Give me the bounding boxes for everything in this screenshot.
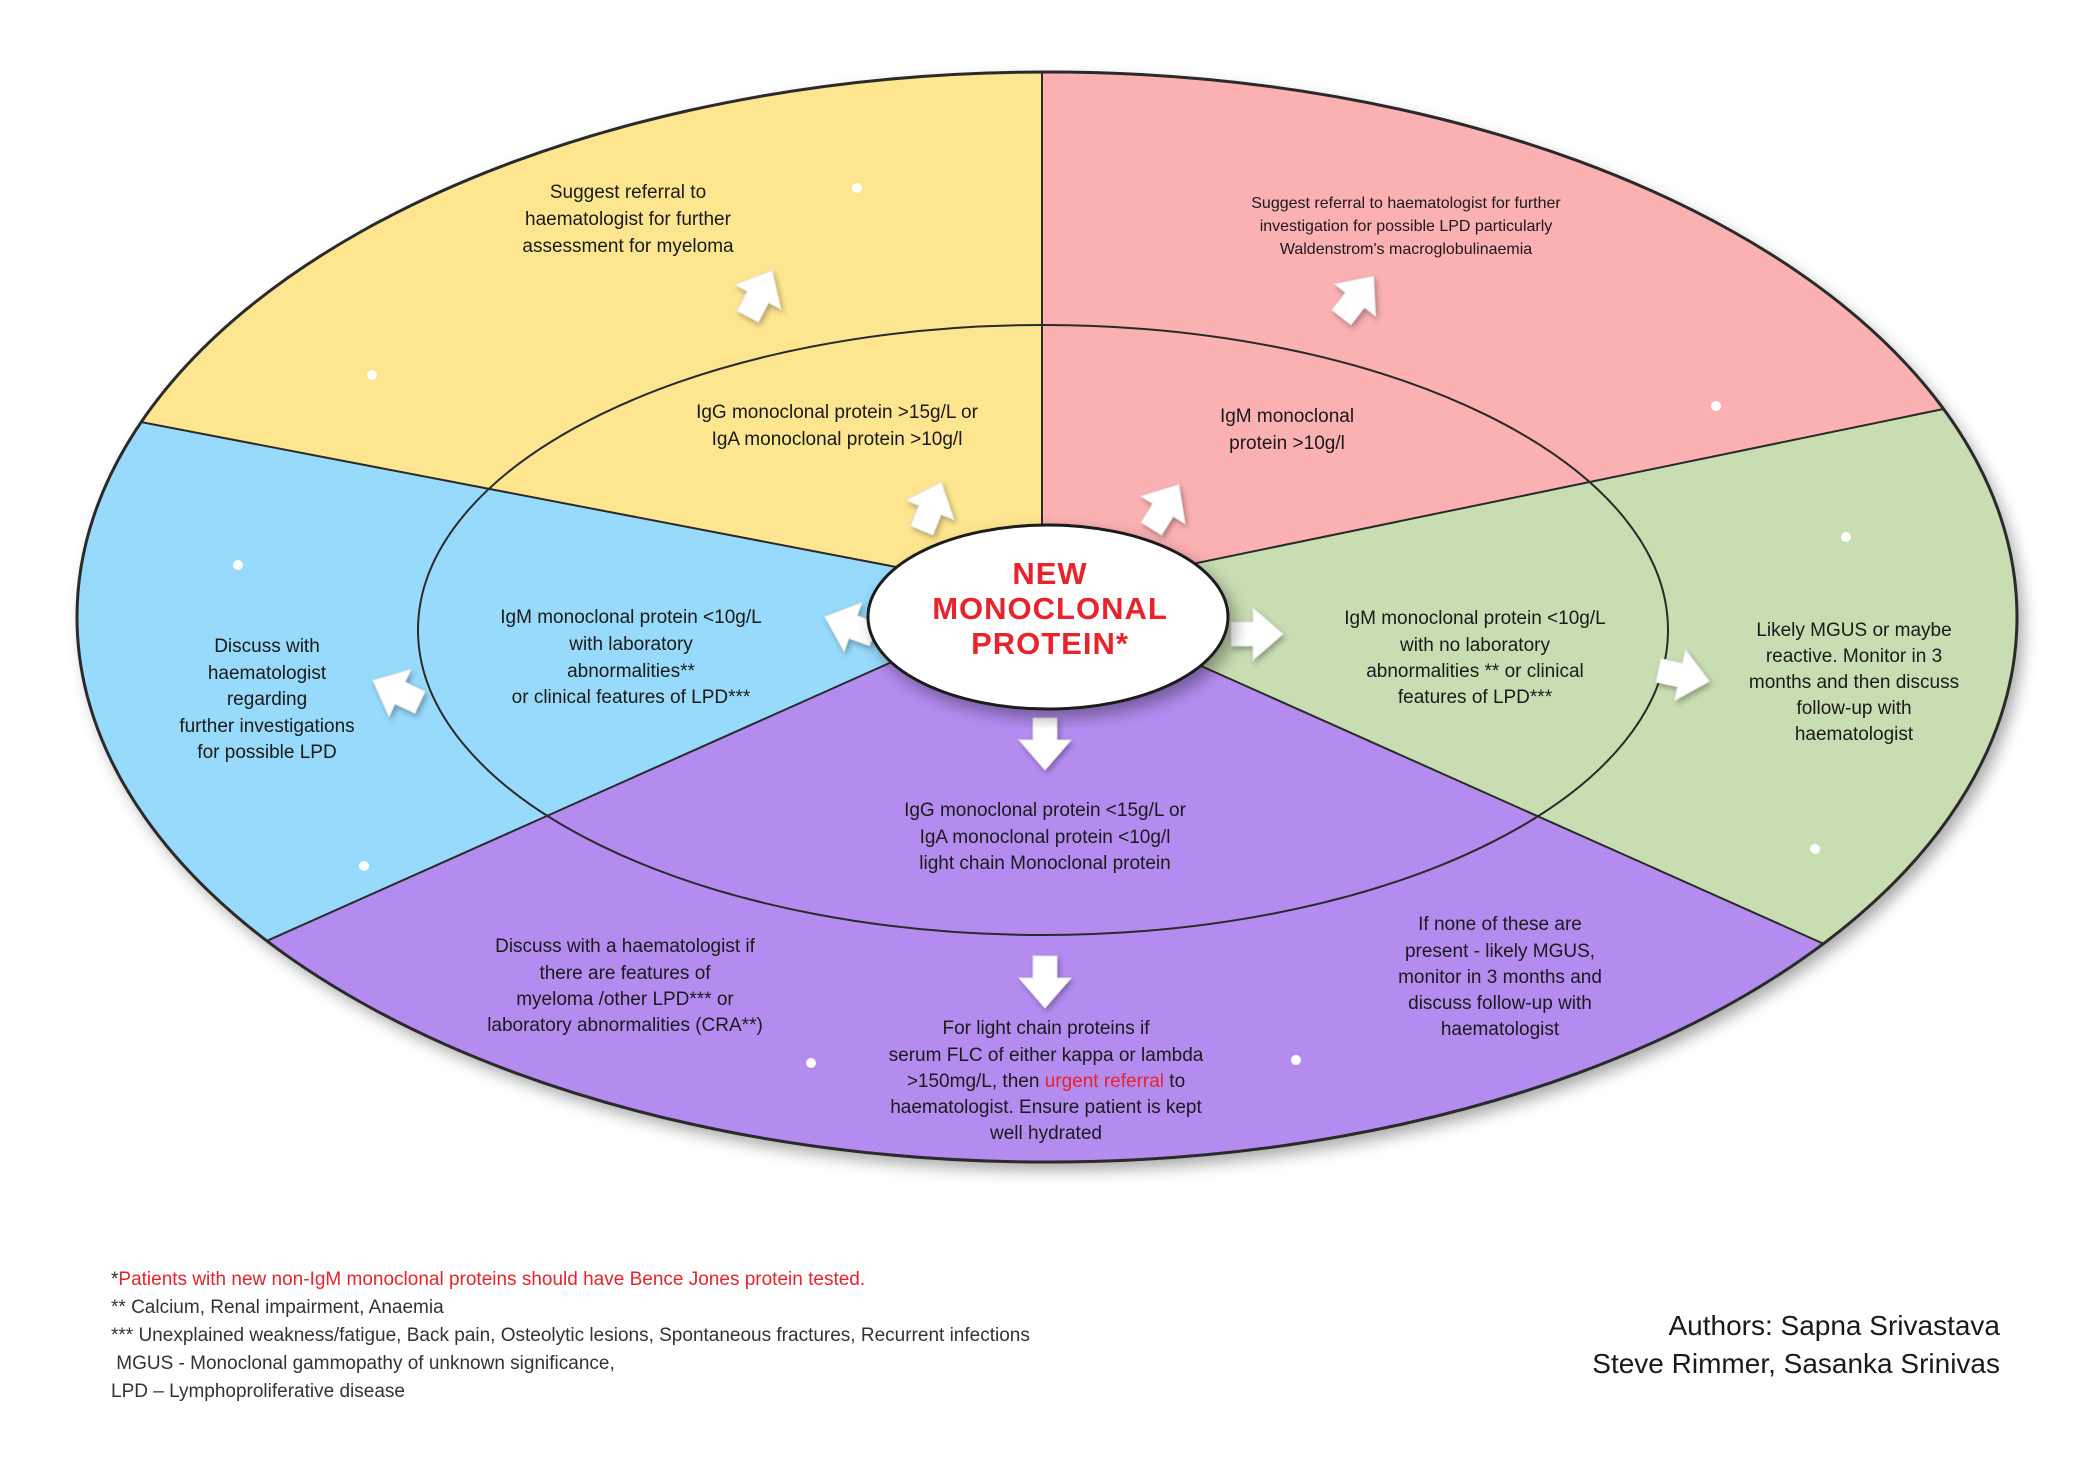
arrow-green-outer bbox=[1655, 648, 1711, 702]
divider-right-upper bbox=[1041, 379, 2017, 596]
purple-outer-bottom-line-5: well hydrated bbox=[989, 1123, 1102, 1144]
segment-blue bbox=[77, 395, 1042, 1060]
purple-outer-right-line-3: monitor in 3 months and bbox=[1398, 967, 1602, 988]
blue-inner-line-3: abnormalities** bbox=[567, 661, 695, 682]
footnote-3: *** Unexplained weakness/fatigue, Back p… bbox=[111, 1325, 1030, 1346]
footnotes: *Patients with new non-IgM monoclonal pr… bbox=[111, 1266, 1311, 1406]
pink-inner-line-2: protein >10g/l bbox=[1229, 433, 1345, 454]
purple-inner-line-3: light chain Monoclonal protein bbox=[919, 853, 1170, 874]
blue-inner-line-4: or clinical features of LPD*** bbox=[512, 687, 751, 708]
purple-outer-bottom-line-3-pre: >150mg/L, then bbox=[907, 1071, 1045, 1092]
purple-outer-right-line-4: discuss follow-up with bbox=[1408, 993, 1592, 1014]
center-oval bbox=[866, 523, 1230, 711]
center-title-line-1: NEW bbox=[1012, 556, 1087, 591]
pink-outer-line-1: Suggest referral to haematologist for fu… bbox=[1251, 195, 1561, 212]
segment-purple bbox=[77, 595, 2017, 1162]
arrow-yellow-inner bbox=[904, 481, 955, 536]
blue-outer-line-3: regarding bbox=[227, 689, 307, 710]
purple-outer-left-line-3: myeloma /other LPD*** or bbox=[516, 989, 734, 1010]
blue-outer-line-4: further investigations bbox=[179, 716, 354, 737]
center-title-line-3: PROTEIN* bbox=[971, 626, 1129, 661]
purple-outer-bottom-line-1: For light chain proteins if bbox=[943, 1018, 1151, 1039]
authors-line-2: Steve Rimmer, Sasanka Srinivas bbox=[1592, 1348, 2000, 1379]
footnote-4: MGUS - Monoclonal gammopathy of unknown … bbox=[111, 1353, 615, 1374]
purple-outer-left-line-4: laboratory abnormalities (CRA**) bbox=[487, 1015, 763, 1036]
arrow-pink-outer bbox=[1331, 275, 1377, 326]
purple-outer-left-line-2: there are features of bbox=[539, 963, 711, 984]
arrow-yellow-outer bbox=[733, 269, 782, 323]
yellow-inner-line-1: IgG monoclonal protein >15g/L or bbox=[696, 402, 979, 423]
center-title-line-2: MONOCLONAL bbox=[932, 591, 1168, 626]
pink-outer-line-2: investigation for possible LPD particula… bbox=[1260, 218, 1553, 235]
green-inner-line-1: IgM monoclonal protein <10g/L bbox=[1344, 608, 1605, 629]
blue-outer-line-5: for possible LPD bbox=[197, 742, 336, 763]
arrow-purple-outer bbox=[1017, 955, 1073, 1009]
purple-inner-line-2: IgA monoclonal protein <10g/l bbox=[920, 827, 1171, 848]
footnote-2: ** Calcium, Renal impairment, Anaemia bbox=[111, 1297, 444, 1318]
authors-line-1: Authors: Sapna Srivastava bbox=[1668, 1310, 2000, 1341]
footnote-1-star: * bbox=[111, 1269, 119, 1290]
green-inner-line-4: features of LPD*** bbox=[1398, 687, 1553, 708]
purple-outer-bottom-line-3-post: to bbox=[1164, 1071, 1185, 1092]
blue-inner-line-2: with laboratory bbox=[568, 634, 693, 655]
green-outer-line-1: Likely MGUS or maybe bbox=[1756, 620, 1951, 641]
blue-inner-line-1: IgM monoclonal protein <10g/L bbox=[500, 607, 761, 628]
footnote-1: *Patients with new non-IgM monoclonal pr… bbox=[111, 1266, 1311, 1294]
arrow-pink-inner bbox=[1139, 483, 1186, 536]
divider-left-upper bbox=[77, 394, 1043, 596]
green-outer-line-2: reactive. Monitor in 3 bbox=[1766, 646, 1942, 667]
green-inner-line-3: abnormalities ** or clinical bbox=[1366, 661, 1584, 682]
arrow-blue-outer bbox=[372, 668, 426, 718]
yellow-inner-line-2: IgA monoclonal protein >10g/l bbox=[712, 429, 963, 450]
arrow-purple-inner bbox=[1017, 717, 1073, 771]
green-inner-line-2: with no laboratory bbox=[1399, 635, 1550, 656]
footnote-5: LPD – Lymphoproliferative disease bbox=[111, 1381, 405, 1402]
purple-outer-right-line-1: If none of these are bbox=[1418, 914, 1582, 935]
blue-outer-line-2: haematologist bbox=[208, 663, 327, 684]
segment-green bbox=[1042, 380, 2017, 1060]
pink-inner-line-1: IgM monoclonal bbox=[1220, 406, 1354, 427]
purple-outer-bottom-line-2: serum FLC of either kappa or lambda bbox=[889, 1045, 1204, 1066]
yellow-outer-line-3: assessment for myeloma bbox=[522, 236, 734, 257]
purple-inner-line-1: IgG monoclonal protein <15g/L or bbox=[904, 800, 1187, 821]
pink-outer-line-3: Waldenstrom's macroglobulinaemia bbox=[1280, 241, 1532, 258]
inner-ring bbox=[417, 324, 1669, 936]
green-outer-line-5: haematologist bbox=[1795, 724, 1914, 745]
green-outer-line-3: months and then discuss bbox=[1749, 672, 1959, 693]
green-outer-line-4: follow-up with bbox=[1796, 698, 1911, 719]
footnote-1-text: Patients with new non-IgM monoclonal pro… bbox=[118, 1269, 866, 1290]
yellow-outer-line-2: haematologist for further bbox=[525, 209, 732, 230]
arrow-green-inner bbox=[1230, 606, 1284, 662]
authors: Authors: Sapna Srivastava Steve Rimmer, … bbox=[1592, 1307, 2000, 1383]
blue-outer-line-1: Discuss with bbox=[214, 636, 320, 657]
purple-outer-right-line-2: present - likely MGUS, bbox=[1405, 941, 1595, 962]
purple-outer-right-line-5: haematologist bbox=[1441, 1019, 1560, 1040]
outer-ring bbox=[75, 70, 2019, 1164]
urgent-referral-text: urgent referral bbox=[1045, 1071, 1164, 1092]
purple-outer-bottom-line-3: >150mg/L, then urgent referral to bbox=[907, 1071, 1185, 1092]
purple-outer-left-line-1: Discuss with a haematologist if bbox=[495, 936, 755, 957]
yellow-outer-line-1: Suggest referral to bbox=[550, 182, 706, 203]
decorative-dots bbox=[233, 183, 1851, 1068]
purple-outer-bottom-line-4: haematologist. Ensure patient is kept bbox=[890, 1097, 1202, 1118]
